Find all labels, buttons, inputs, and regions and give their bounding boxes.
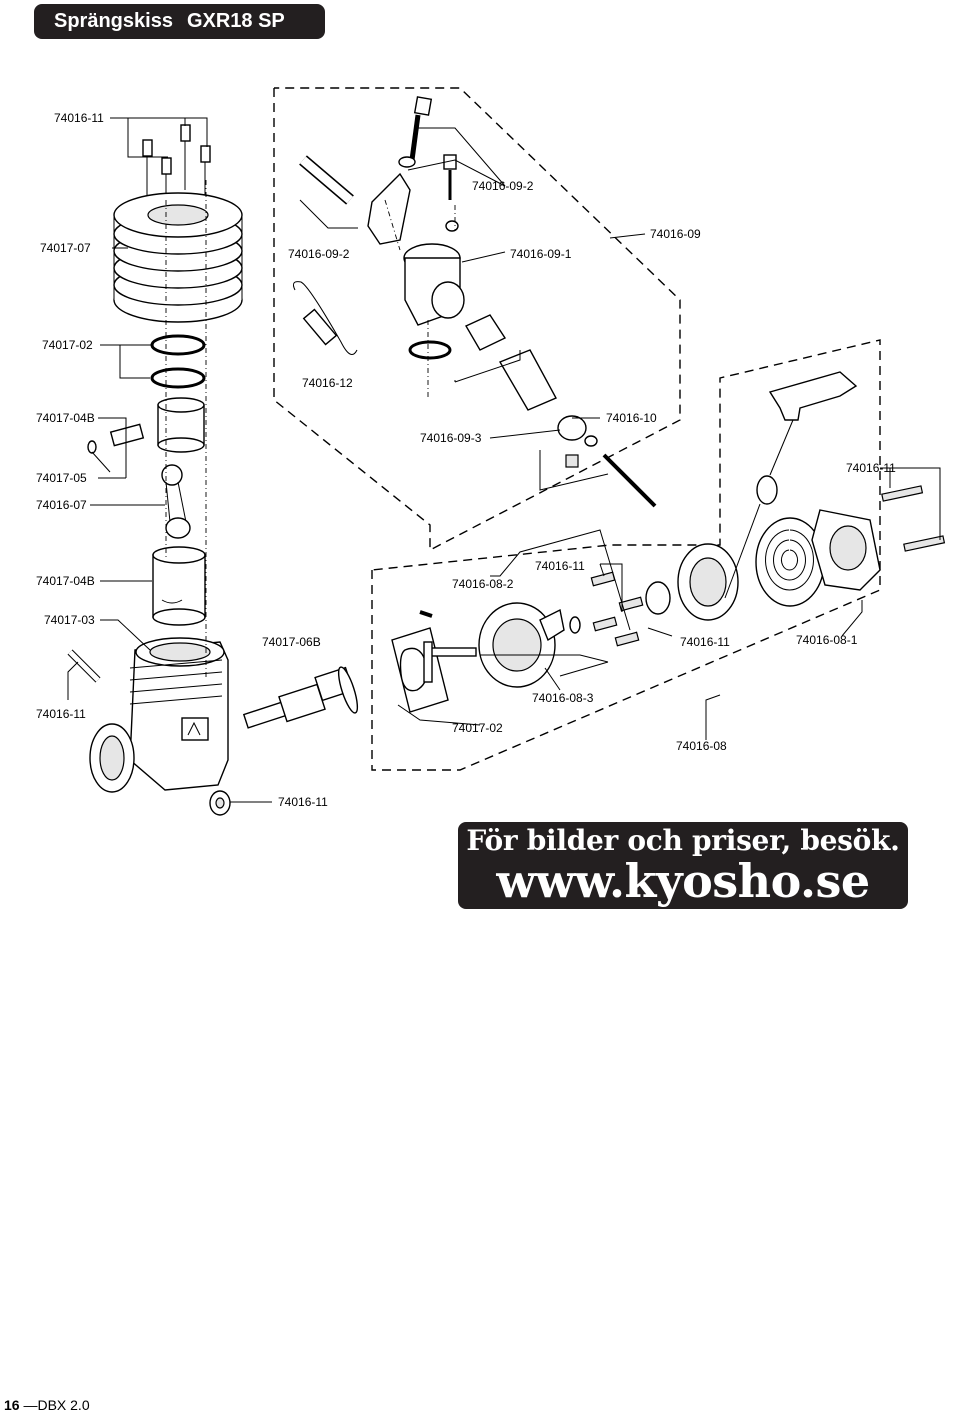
footer-doc-name: DBX 2.0 [37,1397,90,1413]
pull-handle [724,371,858,599]
piston [87,397,205,454]
rear-gasket [391,627,449,713]
part-label: 74016-09-3 [420,431,482,445]
part-label: 74016-08-1 [796,633,858,647]
part-label: 74016-10 [606,411,657,425]
footer-separator: — [23,1397,38,1413]
part-label: 74017-05 [36,471,87,485]
part-label: 74016-11 [846,461,896,475]
part-label: 74016-11 [680,635,730,649]
promo-line-1: För bilder och priser, besök. [466,824,900,857]
part-label: 74017-03 [44,613,95,627]
part-label: 74016-07 [36,498,87,512]
header-title-left: Sprängskiss [54,10,173,32]
part-label: 74016-08-2 [452,577,514,591]
part-label: 74016-12 [302,376,353,390]
promo-banner: För bilder och priser, besök. www.kyosho… [458,822,908,909]
part-label: 74016-08-3 [532,691,594,705]
part-label: 74016-09-2 [288,247,350,261]
crankcase [89,637,231,816]
part-label: 74016-11 [54,111,104,125]
part-label: 74016-08 [676,739,727,753]
starter-assembly [645,509,881,621]
part-labels: 74016-11 74017-07 74016-09-2 74016-09-2 … [36,111,896,809]
starter-group-outline [371,339,881,771]
rear-housing [419,602,565,688]
crankshaft [242,666,359,729]
assembly-axes [165,180,456,680]
part-label: 74017-02 [452,721,503,735]
part-label: 74016-11 [535,559,585,573]
part-label: 74017-06B [262,635,321,649]
page-header: Sprängskiss GXR18 SP [34,4,325,39]
leader-lines [67,117,941,803]
starter-screws [569,571,644,647]
promo-website-link[interactable]: www.kyosho.se [496,854,870,908]
glow-plug-stud [67,649,101,683]
header-title-right: GXR18 SP [186,10,285,32]
part-label: 74016-09-1 [510,247,572,261]
carburetor-parts [293,96,657,508]
cylinder-head [113,192,243,323]
part-label: 74017-04B [36,574,95,588]
housing-screws [881,485,946,552]
part-label: 74016-11 [278,795,328,809]
part-label: 74016-09 [650,227,701,241]
connecting-rod [161,464,191,539]
page-footer: 16 —DBX 2.0 [4,1397,90,1413]
part-label: 74016-09-2 [472,179,534,193]
page-number: 16 [4,1397,20,1413]
part-label: 74017-02 [42,338,93,352]
cylinder-sleeve [152,546,206,626]
part-label: 74016-11 [36,707,86,721]
head-gaskets [150,334,206,389]
part-label: 74017-07 [40,241,91,255]
carburetor-group-outline [273,87,681,552]
part-label: 74017-04B [36,411,95,425]
